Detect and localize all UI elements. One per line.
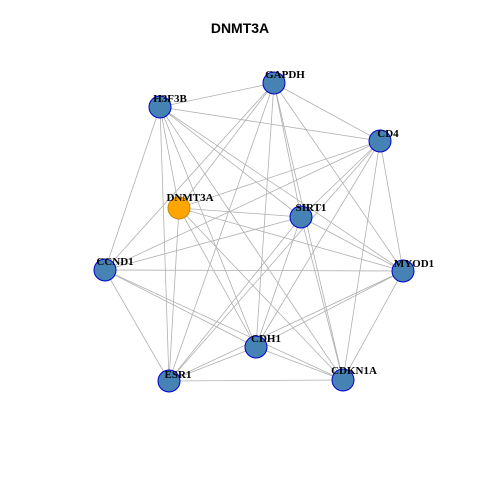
edge-gapdh-sirt1 — [273, 82, 302, 218]
node-label-dnmt3a: DNMT3A — [166, 192, 213, 204]
edge-h3f3b-dnmt3a — [159, 106, 180, 209]
edge-h3f3b-sirt1 — [159, 106, 302, 218]
node-label-h3f3b: H3F3B — [153, 93, 187, 105]
edge-dnmt3a-esr1 — [168, 207, 180, 382]
edge-gapdh-cdkn1a — [273, 82, 344, 381]
edge-gapdh-esr1 — [168, 82, 275, 382]
edge-h3f3b-ccnd1 — [104, 106, 161, 271]
figure-title: DNMT3A — [210, 20, 270, 36]
edge-cd4-esr1 — [168, 140, 381, 382]
node-myod1 — [391, 259, 415, 283]
edge-cd4-ccnd1 — [104, 140, 381, 271]
node-ccnd1 — [93, 258, 117, 282]
node-label-esr1: ESR1 — [165, 369, 192, 381]
edge-myod1-cdh1 — [255, 270, 404, 348]
edge-ccnd1-cdh1 — [104, 269, 257, 348]
node-sirt1 — [289, 205, 313, 229]
edge-esr1-cdkn1a — [168, 379, 344, 382]
node-label-cdkn1a: CDKN1A — [331, 365, 377, 377]
edge-gapdh-h3f3b — [159, 82, 275, 108]
edge-myod1-cdkn1a — [342, 270, 404, 381]
node-label-cdh1: CDH1 — [251, 333, 281, 345]
edge-dnmt3a-cdh1 — [178, 207, 257, 348]
edge-sirt1-cdkn1a — [300, 216, 344, 381]
edge-gapdh-ccnd1 — [104, 82, 275, 271]
edge-dnmt3a-sirt1 — [178, 207, 302, 218]
edge-gapdh-cdh1 — [255, 82, 275, 348]
edge-h3f3b-cdh1 — [159, 106, 257, 348]
edge-dnmt3a-cdkn1a — [178, 207, 344, 381]
edge-ccnd1-myod1 — [104, 269, 404, 272]
node-layer — [93, 71, 415, 393]
node-esr1 — [157, 369, 181, 393]
edge-layer — [104, 82, 404, 382]
edge-h3f3b-cd4 — [159, 106, 381, 142]
edge-h3f3b-esr1 — [159, 106, 170, 382]
node-label-ccnd1: CCND1 — [96, 256, 133, 268]
edge-dnmt3a-myod1 — [178, 207, 404, 272]
edge-h3f3b-myod1 — [159, 106, 404, 272]
edge-ccnd1-esr1 — [104, 269, 170, 382]
node-cdkn1a — [331, 368, 355, 392]
node-label-myod1: MYOD1 — [394, 258, 434, 270]
edge-cd4-sirt1 — [300, 140, 381, 218]
node-gapdh — [262, 71, 286, 95]
node-cd4 — [368, 129, 392, 153]
edge-sirt1-myod1 — [300, 216, 404, 272]
edge-cdh1-cdkn1a — [255, 346, 344, 381]
edge-sirt1-cdh1 — [255, 216, 302, 348]
node-cdh1 — [244, 335, 268, 359]
node-label-sirt1: SIRT1 — [296, 202, 327, 214]
edge-cd4-cdkn1a — [342, 140, 381, 381]
edge-cd4-myod1 — [379, 140, 404, 272]
node-label-gapdh: GAPDH — [265, 69, 305, 81]
edge-myod1-esr1 — [168, 270, 404, 382]
node-dnmt3a — [167, 196, 191, 220]
edge-gapdh-myod1 — [273, 82, 404, 272]
edge-sirt1-esr1 — [168, 216, 302, 382]
edge-cd4-cdh1 — [255, 140, 381, 348]
edge-ccnd1-cdkn1a — [104, 269, 344, 381]
edge-cdh1-esr1 — [168, 346, 257, 382]
edge-h3f3b-cdkn1a — [159, 106, 344, 381]
edge-sirt1-ccnd1 — [104, 216, 302, 271]
node-h3f3b — [148, 95, 172, 119]
edge-gapdh-dnmt3a — [178, 82, 275, 209]
edge-cd4-dnmt3a — [178, 140, 381, 209]
node-label-cd4: CD4 — [377, 128, 399, 140]
edge-gapdh-cd4 — [273, 82, 381, 142]
